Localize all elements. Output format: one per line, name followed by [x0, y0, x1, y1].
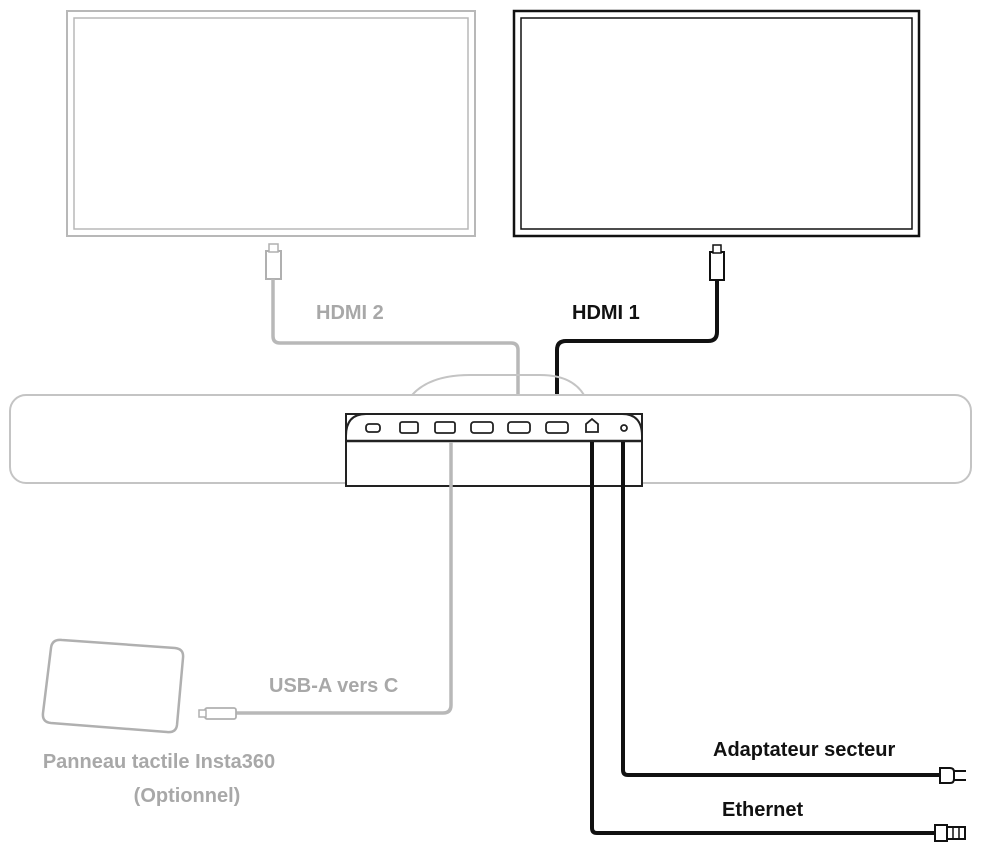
- port-panel: [345, 413, 643, 487]
- label-hdmi1: HDMI 1: [572, 302, 640, 324]
- label-power-adapter: Adaptateur secteur: [713, 739, 895, 761]
- label-usb: USB-A vers C: [269, 675, 398, 697]
- usb-cable: [198, 442, 453, 720]
- hdmi2-cable: [265, 243, 520, 428]
- label-optional: (Optionnel): [134, 785, 241, 807]
- monitor-right: [512, 9, 921, 238]
- ethernet-cable: [590, 442, 966, 842]
- label-hdmi2: HDMI 2: [316, 302, 384, 324]
- label-touch-panel: Panneau tactile Insta360: [43, 751, 275, 773]
- power-cable: [621, 442, 966, 784]
- port-row: [365, 417, 628, 434]
- touch-panel: [41, 638, 185, 734]
- hdmi1-cable: [555, 244, 725, 428]
- monitor-left: [66, 10, 476, 237]
- label-ethernet: Ethernet: [722, 799, 803, 821]
